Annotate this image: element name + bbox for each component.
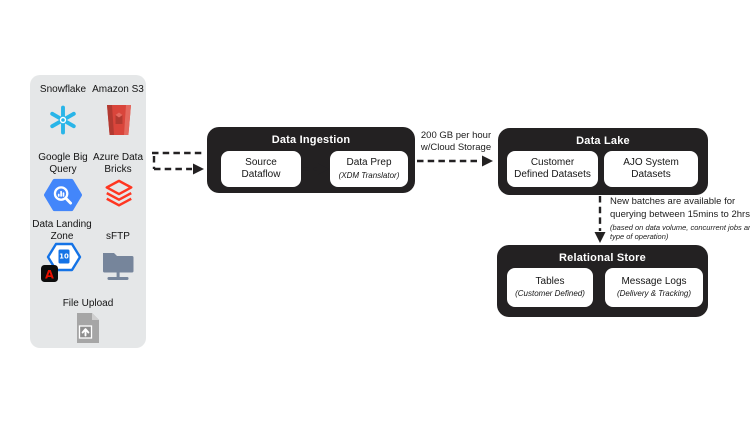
svg-text:10: 10: [59, 253, 69, 261]
batch-availability-note: New batches are available for querying b…: [610, 196, 750, 242]
connector-datalake-to-relational: [594, 196, 606, 243]
google-bigquery-icon: [43, 177, 83, 213]
file-upload-icon: [74, 311, 102, 345]
data-sources-panel: Snowflake Amazon S3 Google Big Query Azu…: [30, 75, 146, 348]
data-lake-title: Data Lake: [576, 135, 630, 147]
source-label-file-upload: File Upload: [62, 298, 114, 309]
snowflake-icon: [46, 102, 80, 138]
amazon-s3-icon: [102, 100, 136, 140]
source-label-azure-databricks: Azure Data Bricks: [92, 152, 144, 175]
ajo-datasets-node: AJO System Datasets: [604, 151, 698, 187]
data-prep-sublabel: (XDM Translator): [338, 170, 400, 180]
connector-ingestion-to-datalake: [417, 155, 493, 167]
source-label-sftp: sFTP: [106, 231, 130, 242]
data-prep-label: Data Prep: [346, 157, 392, 169]
message-logs-sublabel: (Delivery & Tracking): [616, 289, 692, 299]
data-landing-zone-icon: 10 A: [39, 241, 85, 285]
batch-note-fineprint: (based on data volume, concurrent jobs a…: [610, 222, 750, 242]
source-dataflow-label: Source Dataflow: [241, 156, 281, 181]
source-dataflow-node: Source Dataflow: [221, 151, 301, 187]
customer-datasets-node: Customer Defined Datasets: [507, 151, 598, 187]
sftp-folder-icon: [100, 246, 136, 284]
message-logs-node: Message Logs (Delivery & Tracking): [605, 268, 703, 307]
data-ingestion-title: Data Ingestion: [271, 134, 351, 146]
customer-datasets-label: Customer Defined Datasets: [514, 156, 591, 181]
databricks-icon: [102, 178, 136, 212]
relational-store-title: Relational Store: [559, 252, 646, 264]
source-label-google-bigquery: Google Big Query: [38, 152, 88, 175]
tables-sublabel: (Customer Defined): [515, 289, 585, 299]
connector-sources-to-ingestion: [152, 151, 205, 175]
source-label-snowflake: Snowflake: [39, 84, 87, 95]
batch-note-text: New batches are available for querying b…: [610, 196, 750, 220]
tables-node: Tables (Customer Defined): [507, 268, 593, 307]
data-prep-node: Data Prep (XDM Translator): [330, 151, 408, 187]
tables-label: Tables: [535, 275, 565, 287]
ajo-datasets-label: AJO System Datasets: [623, 156, 679, 181]
message-logs-label: Message Logs: [621, 275, 687, 287]
throughput-label: 200 GB per hour w/Cloud Storage: [420, 130, 492, 154]
source-label-data-landing-zone: Data Landing Zone: [32, 219, 92, 242]
svg-text:A: A: [45, 268, 54, 282]
source-label-amazon-s3: Amazon S3: [92, 84, 144, 95]
